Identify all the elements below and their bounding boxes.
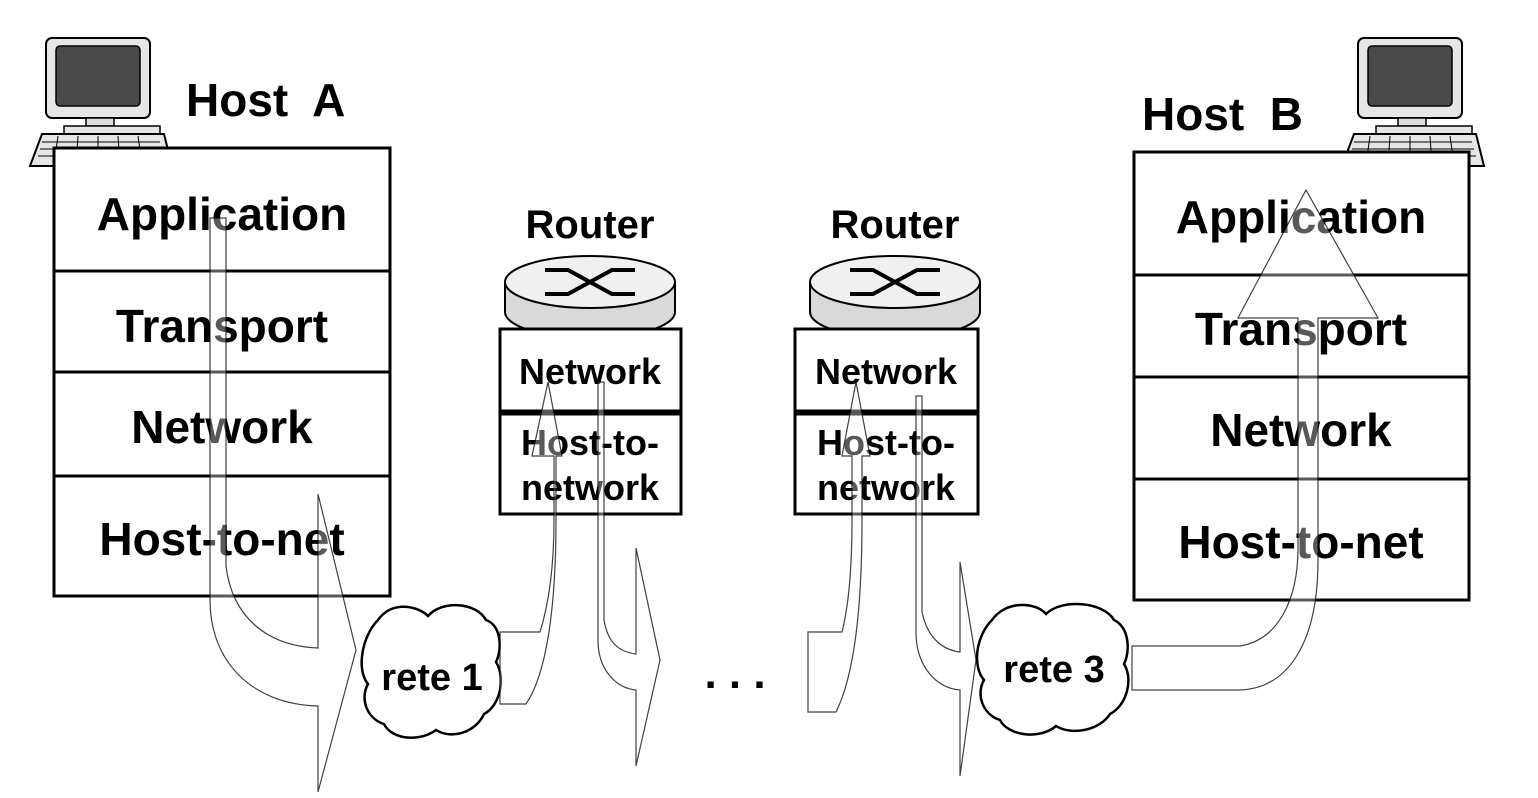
- arrow-icon: [209, 217, 357, 793]
- host-b-title: Host B: [1142, 88, 1303, 140]
- host-a-layer-host-to-net: Host-to-net: [99, 513, 344, 565]
- router-1: Router Network Host-to- network: [498, 203, 683, 516]
- router-2-title: Router: [831, 203, 960, 247]
- host-b-layer-network: Network: [1210, 404, 1392, 456]
- ellipsis-label: . . .: [704, 649, 765, 698]
- cloud-icon: [360, 603, 503, 739]
- host-a-layer-network: Network: [131, 401, 313, 453]
- network-1-label: rete 1: [381, 657, 482, 699]
- network-3-label: rete 3: [1003, 649, 1104, 691]
- host-b-layer-transport: Transport: [1195, 303, 1407, 355]
- router-2-layer-link-1: Host-to-: [817, 422, 955, 463]
- host-b-layer-host-to-net: Host-to-net: [1178, 516, 1423, 568]
- cloud-icon: [975, 602, 1130, 736]
- arrow-icon: [915, 395, 977, 777]
- host-a: Host A Application Transport Network Hos…: [28, 37, 392, 598]
- router-icon: [504, 255, 676, 339]
- arrow-icon: [1131, 188, 1380, 691]
- host-b: Host B Application Transport Network Hos…: [1132, 37, 1486, 602]
- router-1-layer-link-2: network: [521, 467, 660, 508]
- router-icon: [809, 255, 981, 339]
- computer-icon: [1340, 37, 1486, 167]
- host-a-layer-application: Application: [97, 188, 347, 240]
- router-1-title: Router: [526, 203, 655, 247]
- arrow-icon: [499, 381, 563, 705]
- data-flow-arrows: [209, 188, 1380, 793]
- host-a-layer-transport: Transport: [116, 300, 328, 352]
- host-a-title: Host A: [186, 74, 345, 126]
- router-2: Router Network Host-to- network: [793, 203, 981, 516]
- router-1-layer-network: Network: [519, 351, 662, 392]
- arrow-icon: [807, 381, 871, 713]
- arrow-icon: [597, 381, 661, 767]
- computer-icon: [28, 37, 174, 167]
- router-2-layer-network: Network: [815, 351, 958, 392]
- router-2-layer-link-2: network: [817, 467, 956, 508]
